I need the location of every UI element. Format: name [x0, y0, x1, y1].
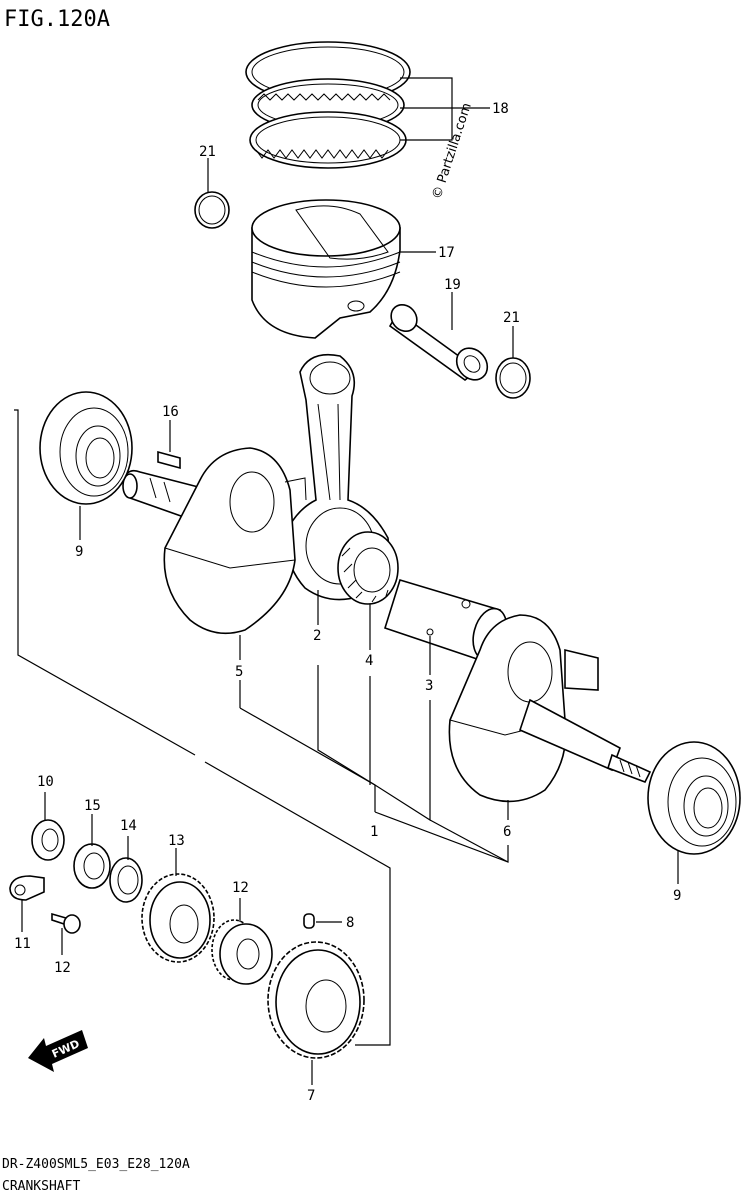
callout-18: 17 [438, 245, 455, 261]
crankshaft-right-part [448, 614, 652, 803]
callout-8: 8 [346, 915, 354, 931]
circlip-right-part [495, 357, 531, 399]
key-part [157, 450, 181, 470]
callout-5: 5 [235, 664, 243, 680]
callout-3: 3 [425, 678, 433, 694]
screw-part [51, 912, 81, 934]
callout-16: 14 [120, 818, 137, 834]
callout-12: 12 [54, 960, 71, 976]
model-code: DR-Z400SML5_E03_E28_120A [2, 1157, 190, 1172]
washer-part [109, 857, 143, 903]
callout-21-left: 21 [199, 144, 216, 160]
piston-pin-part [388, 303, 489, 381]
assembly-bracket-lines [14, 409, 509, 1046]
bearing-left-part [39, 391, 133, 505]
gear-part [141, 873, 215, 963]
fwd-arrow-icon: FWD [28, 1030, 88, 1072]
bearing-right-part [647, 741, 741, 855]
crankshaft-left-part [122, 447, 307, 635]
needle-bearing-part [337, 531, 399, 605]
callout-2: 2 [313, 628, 321, 644]
small-bearing-part [31, 819, 65, 861]
callout-13: 12 [232, 880, 249, 896]
callout-11: 11 [14, 936, 31, 952]
callout-19: 18 [492, 101, 509, 117]
callout-4: 4 [365, 653, 373, 669]
plate-part [9, 875, 45, 901]
callout-15: 15 [84, 798, 101, 814]
callout-1: 1 [370, 824, 378, 840]
callout-7: 7 [307, 1088, 315, 1104]
callout-9-right: 9 [673, 888, 681, 904]
callout-6: 6 [503, 824, 511, 840]
callout-20: 19 [444, 277, 461, 293]
callout-10: 10 [37, 774, 54, 790]
section-name: CRANKSHAFT [2, 1179, 80, 1194]
circlip-left-part [194, 191, 230, 229]
figure-title: FIG.120A [4, 7, 110, 32]
callout-9-left: 9 [75, 544, 83, 560]
piston-rings-part [245, 41, 411, 169]
drive-gear-part [211, 919, 273, 985]
piston-part [251, 199, 401, 339]
pin-part [303, 913, 315, 929]
callout-14: 13 [168, 833, 185, 849]
large-gear-part [267, 941, 365, 1059]
spacer-part [73, 843, 111, 889]
callout-17: 16 [162, 404, 179, 420]
callout-21-right: 21 [503, 310, 520, 326]
